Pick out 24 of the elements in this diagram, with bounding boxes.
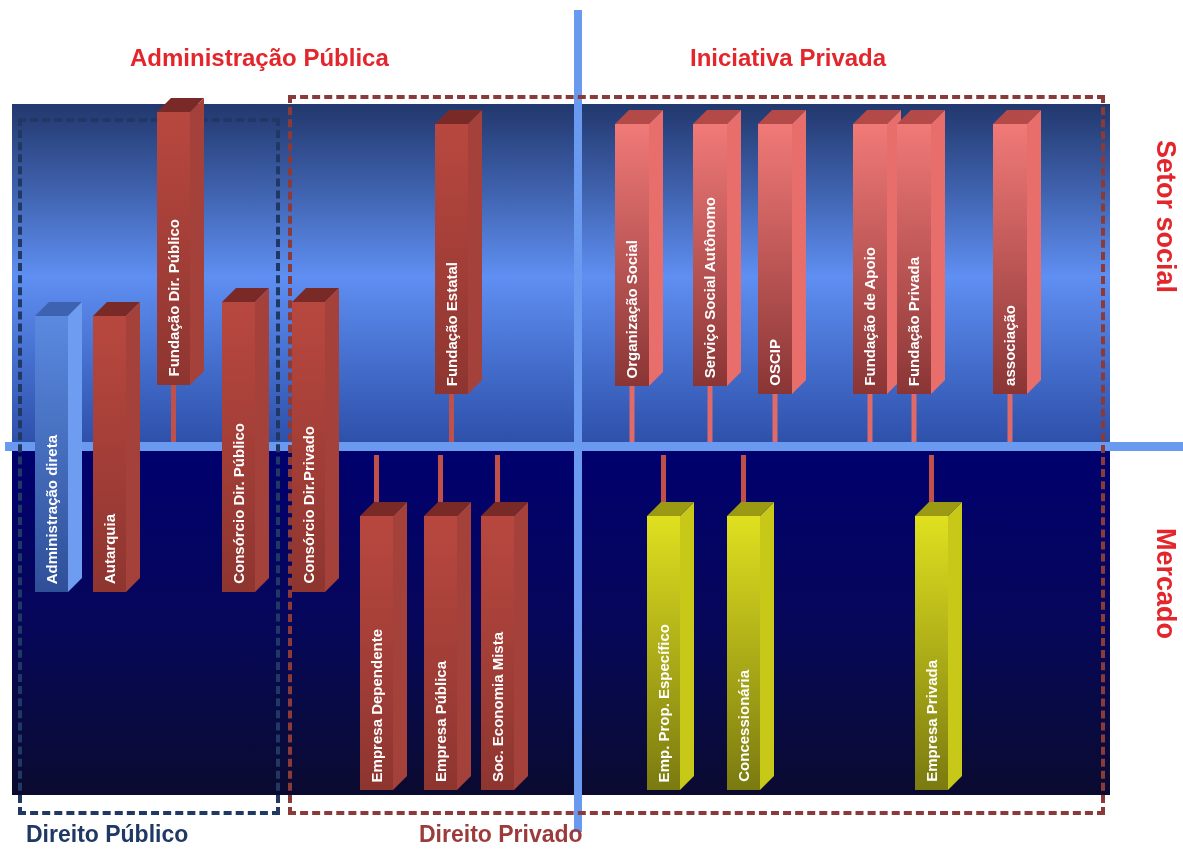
column-label: OSCIP <box>766 339 784 386</box>
column-label: Organização Social <box>623 239 641 378</box>
section-title: Iniciativa Privada <box>690 43 887 73</box>
column-label: Soc. Economia Mista <box>488 631 507 782</box>
column-label: associação <box>1001 305 1019 386</box>
column-label: Empresa Pública <box>431 661 450 782</box>
column-label: Fundação Dir. Público <box>164 219 183 377</box>
column-label: Empresa Dependente <box>367 628 386 782</box>
column-label: Serviço Social Autônomo <box>701 196 719 378</box>
column-label: Fundação Estatal <box>442 261 461 386</box>
column-label: Concessionária <box>734 670 753 782</box>
column-label: Consórcio Dir.Privado <box>299 426 318 584</box>
section-title: Administração Pública <box>130 43 389 73</box>
column-label: Consórcio Dir. Público <box>229 423 248 584</box>
column-label: Fundação Privada <box>905 256 923 386</box>
column-label: Autarquia <box>100 514 119 584</box>
section-title: Mercado <box>1149 528 1182 640</box>
group-heading: Direito Privado <box>419 820 583 849</box>
column-label: Administração direta <box>42 434 61 584</box>
group-heading: Direito Público <box>26 820 189 849</box>
column-label: Fundação de Apoio <box>861 247 879 386</box>
section-title: Setor social <box>1149 140 1182 294</box>
column-label: Emp. Prop. Específico <box>654 623 673 782</box>
column-label: Empresa Privada <box>922 660 941 782</box>
